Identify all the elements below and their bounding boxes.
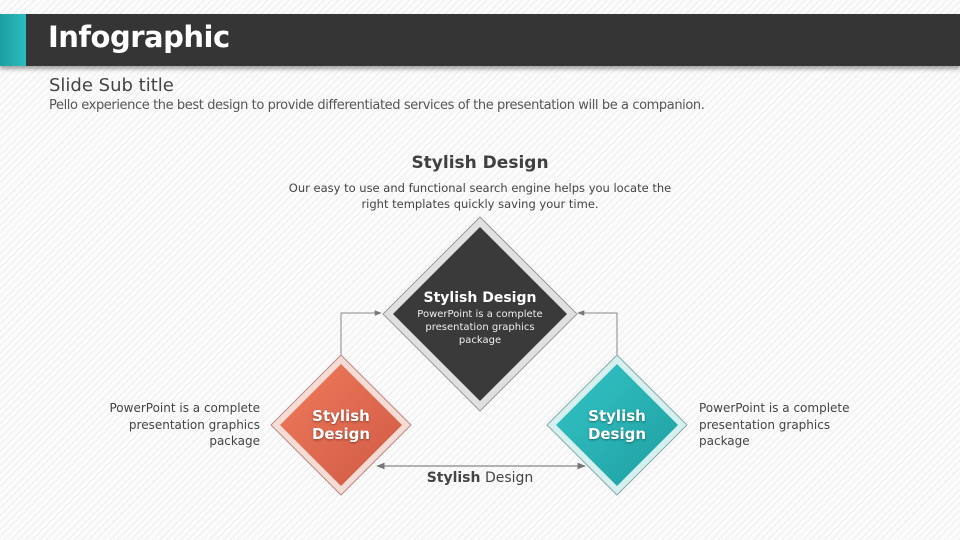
left-side-text: PowerPoint is a complete presentation gr… [109, 401, 260, 448]
center-diamond [382, 216, 578, 412]
bottom-label: Stylish Design [380, 470, 580, 486]
slide-title: Infographic [48, 20, 230, 54]
right-diamond-label: Stylish Design [587, 407, 647, 443]
slide-description: Pello experience the best design to prov… [49, 98, 705, 113]
bottom-label-bold: Stylish [426, 470, 481, 486]
connector-right [577, 310, 618, 355]
center-diamond-title: Stylish Design [423, 290, 537, 306]
right-side-text: PowerPoint is a complete presentation gr… [699, 401, 850, 448]
right-diamond [546, 354, 688, 496]
diagram-heading: Stylish Design [411, 153, 549, 173]
left-diamond-label: Stylish Design [311, 407, 371, 443]
title-bar [0, 14, 960, 66]
slide-subtitle: Slide Sub title [49, 75, 174, 96]
bottom-label-regular: Design [484, 470, 534, 486]
diagram-description: Our easy to use and functional search en… [288, 181, 672, 211]
left-diamond [270, 354, 412, 496]
connector-left [340, 310, 382, 355]
title-accent [0, 14, 26, 66]
center-diamond-text: PowerPoint is a complete presentation gr… [417, 309, 543, 346]
